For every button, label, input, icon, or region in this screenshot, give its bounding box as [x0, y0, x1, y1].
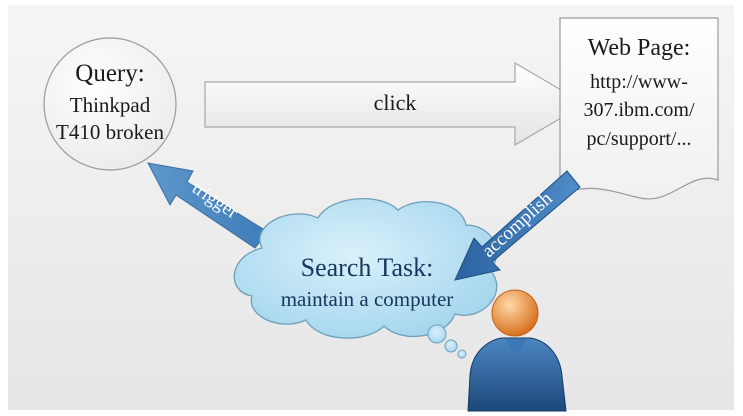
user-head — [491, 289, 539, 337]
query-line-2: T410 broken — [56, 120, 164, 144]
thought-bubble-large — [427, 324, 447, 344]
user-icon — [467, 289, 567, 412]
click-label: click — [374, 90, 417, 115]
web-page-line-1: http://www- — [590, 71, 688, 93]
search-task-subtitle: maintain a computer — [281, 287, 454, 311]
user-body — [467, 337, 567, 412]
thought-bubble-medium — [444, 339, 458, 353]
query-node: Query: Thinkpad T410 broken — [43, 37, 177, 171]
web-page-document — [559, 17, 719, 200]
query-circle — [43, 37, 177, 171]
query-title: Query: — [75, 60, 144, 87]
web-page-line-2: 307.ibm.com/ — [583, 99, 695, 121]
web-page-title: Web Page: — [588, 35, 691, 61]
user-collar — [505, 339, 527, 356]
click-arrow: click — [204, 61, 587, 147]
search-task-title: Search Task: — [301, 253, 434, 282]
web-page-node: Web Page: http://www- 307.ibm.com/ pc/su… — [559, 17, 719, 200]
query-line-1: Thinkpad — [70, 93, 151, 117]
web-page-line-3: pc/support/... — [587, 128, 692, 150]
thought-bubble-small — [457, 349, 467, 359]
cloud-shape — [233, 198, 498, 339]
search-task-cloud: Search Task: maintain a computer — [233, 198, 498, 359]
